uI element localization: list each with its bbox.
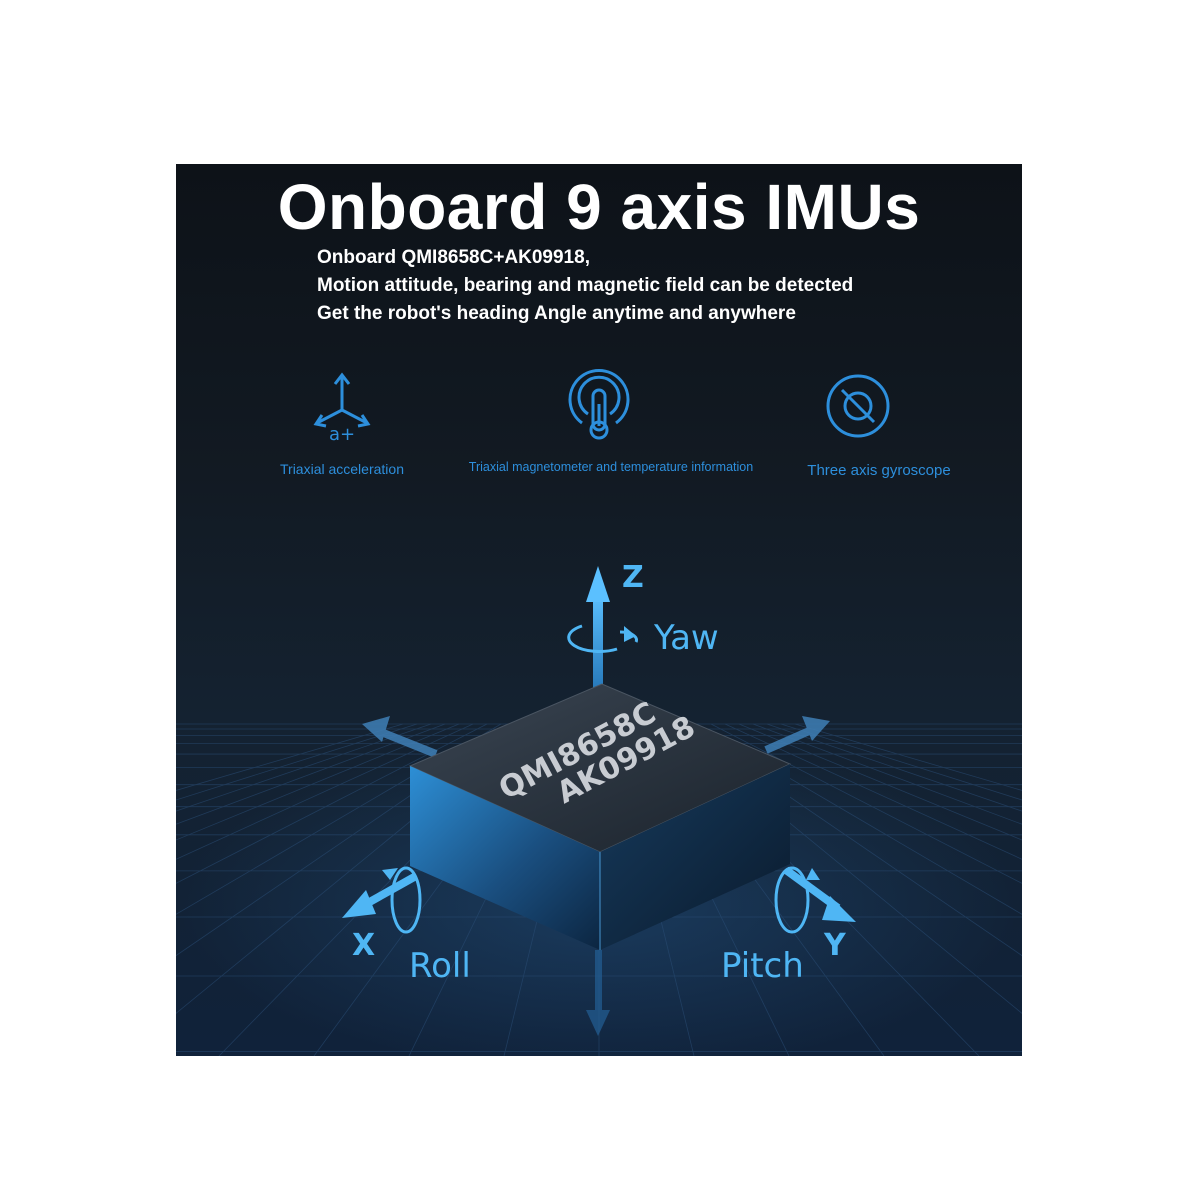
y-axis-label: Y: [824, 928, 846, 963]
back-left-arrow: [362, 716, 438, 758]
gyroscope-icon: [826, 374, 890, 438]
feature-label-acceleration: Triaxial acceleration: [280, 461, 404, 477]
acceleration-glyph: a+: [329, 424, 355, 445]
yaw-label: Yaw: [654, 618, 719, 658]
imu-diagram-graphic: QMI8658C AK09918: [176, 369, 1022, 1056]
z-axis-arrow: [586, 566, 610, 704]
roll-label: Roll: [409, 946, 471, 986]
yaw-rotation-icon: [567, 624, 638, 653]
back-right-arrow: [764, 716, 830, 754]
y-axis-arrow: [783, 866, 856, 922]
down-axis-arrow: [586, 950, 610, 1036]
x-axis-arrow: [342, 872, 418, 918]
imu-diagram-panel: QMI8658C AK09918: [176, 164, 1022, 1056]
feature-label-magnetometer: Triaxial magnetometer and temperature in…: [468, 460, 754, 474]
pitch-label: Pitch: [721, 946, 804, 986]
feature-label-gyroscope: Three axis gyroscope: [807, 462, 951, 479]
description-line-2: Motion attitude, bearing and magnetic fi…: [317, 275, 854, 296]
z-axis-label: Z: [622, 560, 644, 595]
description-line-1: Onboard QMI8658C+AK09918,: [317, 247, 590, 268]
x-axis-label: X: [352, 928, 376, 963]
thermometer-icon: [568, 369, 630, 440]
axes-acceleration-icon: a+: [313, 372, 371, 445]
pitch-rotation-icon: [774, 866, 820, 934]
description-line-3: Get the robot's heading Angle anytime an…: [317, 303, 796, 324]
roll-rotation-icon: [382, 866, 422, 934]
page-title: Onboard 9 axis IMUs: [277, 171, 921, 243]
